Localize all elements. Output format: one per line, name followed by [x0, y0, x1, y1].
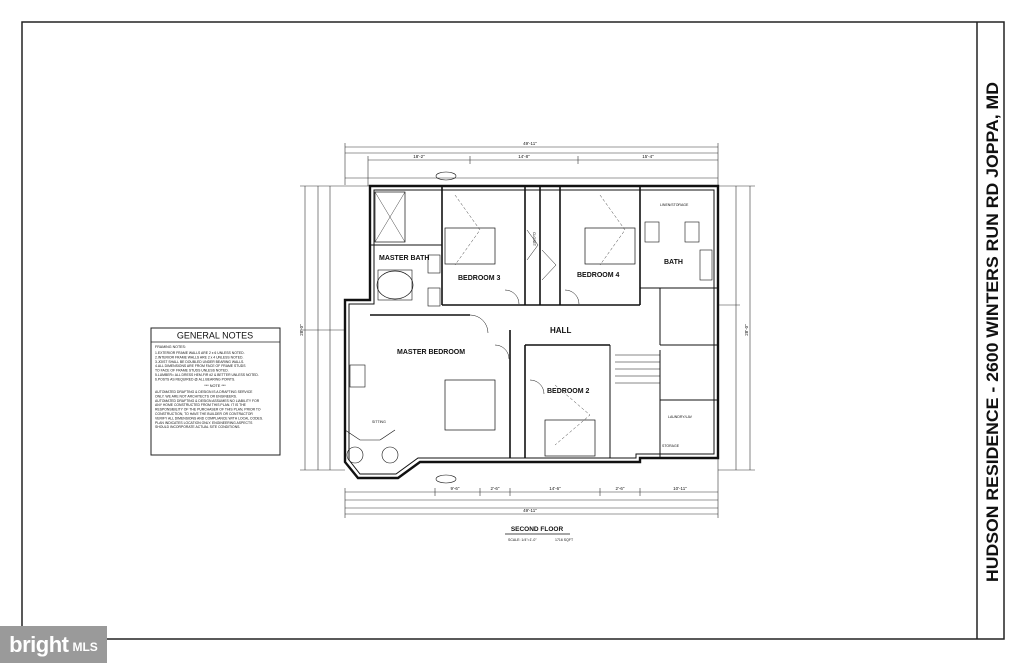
dim-overall-top: 49'-11" — [523, 141, 537, 146]
notes-line: TO FACE OF FRAME STUDS UNLESS NOTED. — [155, 369, 229, 373]
label-linen-storage: LINEN/STORAGE — [660, 203, 689, 207]
general-notes-disclaimer: AUTOMATED DRAFTING & DESIGN IS A DRAFTIN… — [155, 390, 263, 429]
general-notes-title: GENERAL NOTES — [177, 331, 253, 341]
room-labels: MASTER BATH BEDROOM 3 BEDROOM 4 BATH HAL… — [379, 255, 683, 395]
room-bedroom-4: BEDROOM 4 — [577, 272, 620, 279]
watermark-word: bright — [9, 631, 69, 657]
dimension-lines — [300, 143, 755, 518]
notes-line: SHOULD INCORPORATE ACTUAL SITE CONDITION… — [155, 425, 240, 429]
label-storage: STORAGE — [662, 444, 680, 448]
dim-top-seg-1: 18'-2" — [413, 154, 425, 159]
dim-bottom-seg-5: 10'-11" — [673, 486, 687, 491]
notes-line: ANY HOME CONSTRUCTED FROM THIS PLAN. IT … — [155, 403, 247, 407]
plan-title: SECOND FLOOR — [511, 526, 564, 533]
notes-line: PLAN INDICATES LOCATION ONLY. ENGINEERIN… — [155, 421, 253, 425]
notes-line: AUTOMATED DRAFTING & DESIGN IS A DRAFTIN… — [155, 390, 253, 394]
plan-area: 1716 SQFT — [555, 538, 574, 542]
notes-line: 4.ALL DIMENSIONS ARE FROM FACE OF FRAME … — [155, 364, 246, 368]
dim-top-seg-2: 14'-8" — [518, 154, 530, 159]
dim-bottom-seg-4: 2'-6" — [616, 486, 625, 491]
notes-line: AUTOMATED DRAFTING & DESIGN ASSUMES NO L… — [155, 399, 260, 403]
room-master-bedroom: MASTER BEDROOM — [397, 349, 465, 356]
dim-bottom-seg-3: 14'-6" — [549, 486, 561, 491]
notes-line: CONSTRUCTION, TO HAVE THE BUILDER OR CON… — [155, 412, 253, 416]
plan-walls — [343, 171, 720, 484]
label-laundry: LAUNDRY/LAV — [668, 415, 693, 419]
room-master-bath: MASTER BATH — [379, 255, 429, 262]
sheet-border — [21, 21, 1005, 640]
title-block-text: HUDSON RESIDENCE - 2600 WINTERS RUN RD J… — [983, 82, 1002, 582]
general-notes-note-title: *** NOTE *** — [204, 384, 226, 388]
plan-scale: SCALE: 1/4"=1'-0" — [508, 538, 537, 542]
room-hall: HALL — [550, 326, 571, 335]
dim-left-overall: 28'-0" — [299, 324, 304, 336]
brightmls-watermark: bright MLS — [0, 626, 107, 663]
notes-line: 5.LUMBER= ALL DRESS HEM-FIR #2 & BETTER … — [155, 373, 259, 377]
notes-line: RESPONSIBILITY OF THE PURCHASER OF THIS … — [155, 408, 261, 412]
dim-overall-bottom: 49'-11" — [523, 508, 537, 513]
general-notes-subtitle: FRAMING NOTES: — [155, 345, 186, 349]
annotation-labels: LINEN/STORAGE LAUNDRY/LAV STORAGE SITTIN… — [372, 203, 693, 448]
watermark-suffix: MLS — [72, 640, 98, 654]
dim-right-overall: 28'-0" — [744, 324, 749, 336]
room-bedroom-2: BEDROOM 2 — [547, 388, 590, 395]
label-sitting: SITTING — [372, 420, 386, 424]
dim-top-seg-3: 15'-4" — [642, 154, 654, 159]
general-notes-lines: 1.EXTERIOR FRAME WALLS ARE 2 x 6 UNLESS … — [155, 351, 259, 381]
notes-line: 6.POSTS AS REQUIRED @ ALL BEARING POINTS… — [155, 377, 235, 381]
room-bath: BATH — [664, 259, 683, 266]
notes-line: 1.EXTERIOR FRAME WALLS ARE 2 x 6 UNLESS … — [155, 351, 245, 355]
plan-title-block: SECOND FLOOR SCALE: 1/4"=1'-0" 1716 SQFT — [505, 526, 574, 542]
general-notes-box: GENERAL NOTES FRAMING NOTES: 1.EXTERIOR … — [150, 327, 281, 456]
dim-bottom-seg-2: 2'-6" — [491, 486, 500, 491]
dim-bottom-seg-1: 9'-6" — [451, 486, 460, 491]
notes-line: 3.JOIST SHALL BE DOUBLED UNDER BEARING W… — [155, 360, 244, 364]
room-bedroom-3: BEDROOM 3 — [458, 275, 501, 282]
dimension-text: 49'-11" 18'-2" 14'-8" 15'-4" 9'-6" 2'-6"… — [299, 141, 749, 513]
notes-line: ONLY. WE ARE NOT ARCHITECTS OR ENGINEERS… — [155, 394, 237, 398]
label-closet: CLOSET — [532, 232, 536, 247]
notes-line: 2.INTERIOR FRAME WALLS ARE 2 x 4 UNLESS … — [155, 355, 243, 359]
notes-line: VERIFY ALL DIMENSIONS AND COMPLIANCE WIT… — [155, 416, 263, 420]
